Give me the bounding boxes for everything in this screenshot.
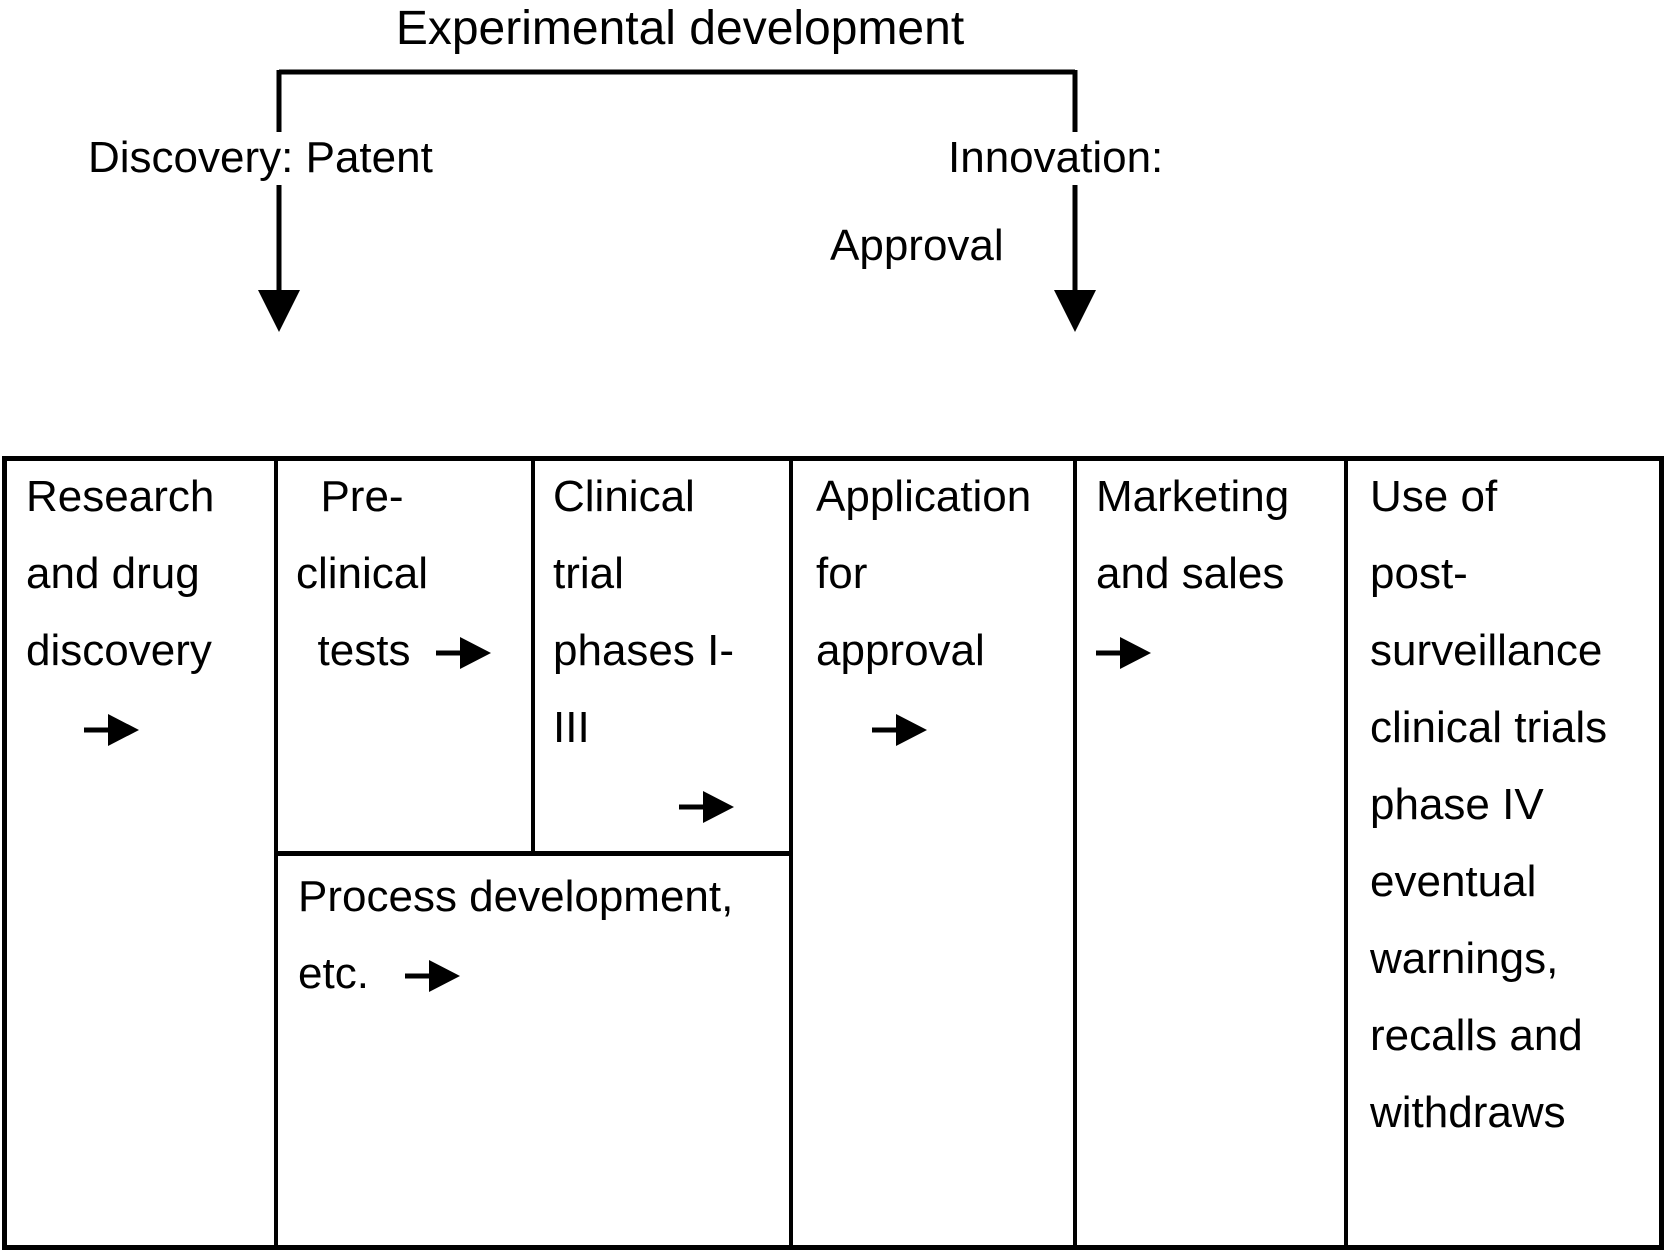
text-line: clinical trials xyxy=(1370,703,1608,752)
flow-arrow-icon xyxy=(679,790,735,824)
text-line: Application xyxy=(816,472,1032,521)
flow-arrow-icon xyxy=(84,713,140,747)
stage-cell-marketing: Marketing and sales xyxy=(1096,458,1341,689)
flow-arrow-icon xyxy=(404,959,461,993)
text-line: surveillance xyxy=(1370,626,1603,675)
arrow-down-icon xyxy=(258,290,300,332)
text-line: post- xyxy=(1370,549,1468,598)
flow-arrow-icon xyxy=(436,636,492,670)
flow-arrow-icon xyxy=(1096,636,1152,670)
text-line: withdraws xyxy=(1370,1088,1566,1137)
text-line: eventual xyxy=(1370,857,1537,906)
column-divider xyxy=(531,456,535,856)
discovery-patent-label: Discovery: Patent xyxy=(84,132,437,185)
text-line: etc. xyxy=(298,949,369,998)
stage-cell-preclinical: Pre- clinical xyxy=(280,458,444,612)
column-divider xyxy=(1344,456,1348,1250)
stage-cell-preclinical-tests-row: tests xyxy=(280,612,530,689)
text-line: Use of xyxy=(1370,472,1498,521)
approval-label: Approval xyxy=(830,221,1004,270)
text-line: discovery xyxy=(26,626,212,675)
flow-arrow-icon xyxy=(872,713,928,747)
text-line: Process development, xyxy=(298,872,734,921)
stage-cell-clinical-trials: Clinical trial phases I- III xyxy=(553,458,788,843)
text-line: Clinical xyxy=(553,472,695,521)
text-line: tests xyxy=(317,626,411,675)
innovation-label: Innovation: xyxy=(944,132,1168,185)
text-line: Research xyxy=(26,472,215,521)
text-line: Marketing xyxy=(1096,472,1290,521)
column-divider xyxy=(1073,456,1077,1250)
stage-cell-post-surveillance: Use of post- surveillance clinical trial… xyxy=(1370,458,1662,1151)
pipeline-table-frame xyxy=(2,456,1664,1250)
stage-cell-research: Research and drug discovery xyxy=(26,458,266,766)
process-development-box: Process development, etc. xyxy=(298,858,778,1012)
text-line: trial xyxy=(553,549,624,598)
text-line: approval xyxy=(816,626,985,675)
text-line: phase IV xyxy=(1370,780,1544,829)
text-line: warnings, xyxy=(1370,934,1559,983)
text-line: III xyxy=(553,703,590,752)
text-line: phases I- xyxy=(553,626,734,675)
text-line: for xyxy=(816,549,868,598)
text-line: clinical xyxy=(295,549,429,598)
process-box-top-border xyxy=(274,851,793,856)
text-line: and sales xyxy=(1096,549,1285,598)
text-line: Pre- xyxy=(320,472,404,521)
text-line: recalls and xyxy=(1370,1011,1583,1060)
text-line: and drug xyxy=(26,549,200,598)
arrow-down-icon xyxy=(1054,290,1096,332)
diagram-title: Experimental development xyxy=(395,2,965,55)
stage-cell-application: Application for approval xyxy=(816,458,1071,766)
